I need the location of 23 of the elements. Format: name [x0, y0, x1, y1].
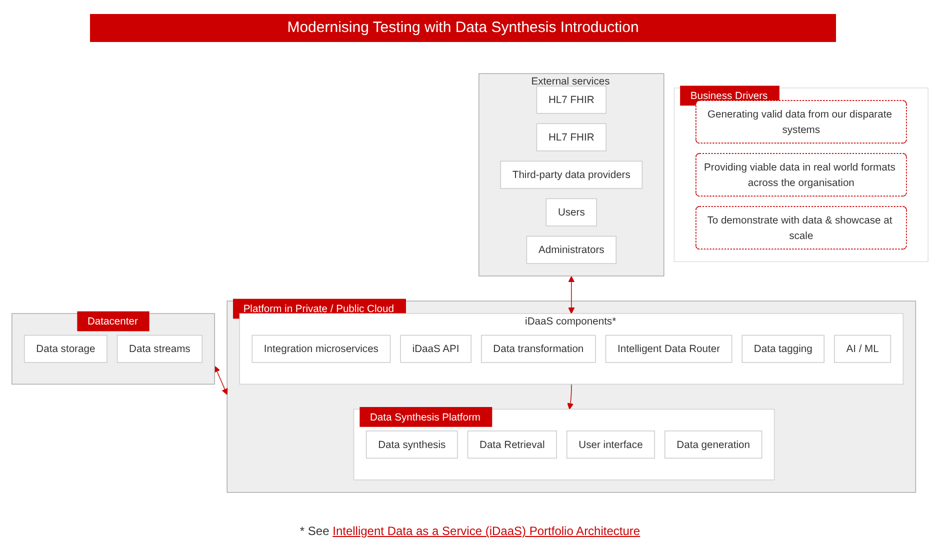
node-box: Integration microservices — [252, 334, 391, 363]
node-box: Data storage — [24, 334, 108, 363]
node-box: Data synthesis — [366, 430, 458, 459]
node-box: Administrators — [526, 236, 616, 264]
node-box: AI / ML — [834, 334, 892, 363]
title-banner: Modernising Testing with Data Synthesis Introduction — [90, 14, 836, 42]
arrow — [214, 366, 228, 395]
node-box: Data transformation — [481, 334, 596, 363]
node-box: iDaaS API — [400, 334, 472, 363]
node-box: Data streams — [116, 334, 202, 363]
node-box: Users — [546, 198, 597, 226]
arrow — [567, 384, 574, 410]
node-box: Data tagging — [742, 334, 824, 363]
node-box: Data generation — [664, 430, 762, 459]
footnote-text: * See — [300, 524, 330, 538]
arrow — [568, 276, 575, 314]
node-box: Intelligent Data Router — [605, 334, 732, 363]
node-box: User interface — [566, 430, 655, 459]
node-box: HL7 FHIR — [536, 123, 606, 152]
node-box: Data Retrieval — [467, 430, 557, 459]
node-box: Third-party data providers — [500, 160, 643, 189]
footnote-link: Intelligent Data as a Service (iDaaS) Portfolio Architecture — [332, 524, 640, 538]
node-box: HL7 FHIR — [536, 86, 606, 114]
